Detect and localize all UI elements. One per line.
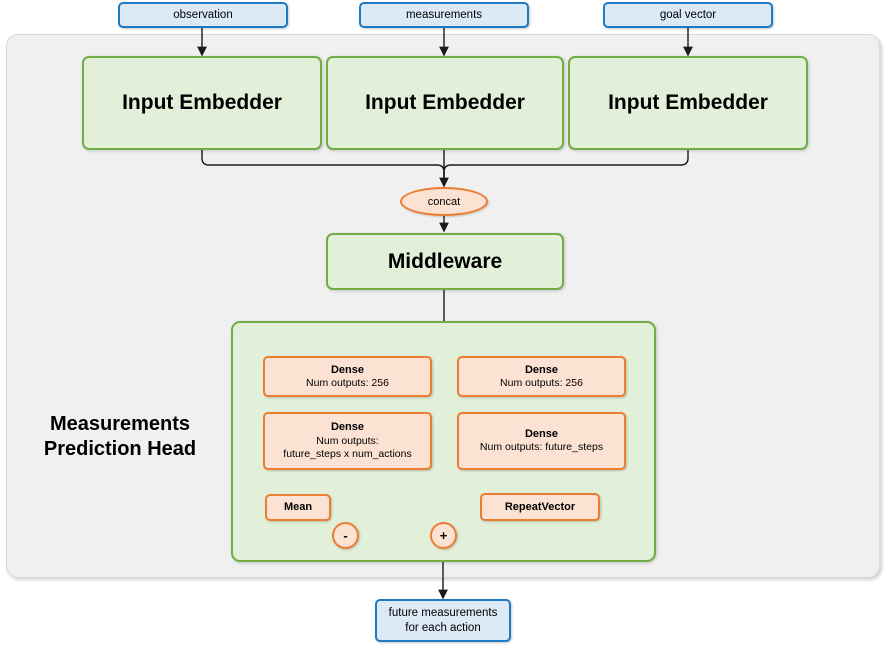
dense-detail-line1: Num outputs:: [316, 434, 379, 447]
output-label-line1: future measurements: [388, 607, 498, 620]
add-symbol: +: [439, 528, 448, 543]
input-box-goal-vector[interactable]: goal vector: [603, 2, 773, 28]
input-embedder-measurements[interactable]: Input Embedder: [326, 56, 564, 150]
embedder-label: Input Embedder: [122, 91, 282, 114]
prediction-head-title-line2: Prediction Head: [43, 438, 197, 460]
subtract-symbol: -: [343, 528, 348, 543]
add-operator[interactable]: +: [430, 522, 457, 549]
dense-title: Dense: [524, 428, 559, 441]
dense-detail: Num outputs: future_steps: [479, 441, 604, 454]
middleware-block[interactable]: Middleware: [326, 233, 564, 290]
prediction-head-title: Measurements Prediction Head: [24, 412, 216, 462]
input-label: measurements: [405, 8, 483, 21]
mean-label: Mean: [283, 501, 313, 514]
dense-title: Dense: [524, 363, 559, 376]
input-embedder-goal-vector[interactable]: Input Embedder: [568, 56, 808, 150]
prediction-head-title-line1: Measurements: [49, 413, 191, 435]
output-box-future-measurements[interactable]: future measurements for each action: [375, 599, 511, 642]
dense-left-2[interactable]: Dense Num outputs: future_steps x num_ac…: [263, 412, 432, 470]
dense-detail-line2: future_steps x num_actions: [283, 448, 412, 461]
dense-title: Dense: [330, 363, 365, 376]
dense-left-1[interactable]: Dense Num outputs: 256: [263, 356, 432, 397]
repeat-vector-block[interactable]: RepeatVector: [480, 493, 600, 521]
dense-detail: Num outputs: 256: [500, 376, 583, 389]
dense-right-2[interactable]: Dense Num outputs: future_steps: [457, 412, 626, 470]
repeat-vector-label: RepeatVector: [504, 500, 576, 513]
embedder-label: Input Embedder: [608, 91, 768, 114]
output-label-line2: for each action: [405, 621, 481, 634]
concat-label: concat: [427, 195, 461, 208]
input-embedder-observation[interactable]: Input Embedder: [82, 56, 322, 150]
input-label: observation: [173, 8, 233, 21]
embedder-label: Input Embedder: [365, 91, 525, 114]
dense-detail: Num outputs: 256: [306, 376, 389, 389]
input-box-measurements[interactable]: measurements: [359, 2, 529, 28]
subtract-operator[interactable]: -: [332, 522, 359, 549]
concat-node[interactable]: concat: [400, 187, 488, 216]
dense-right-1[interactable]: Dense Num outputs: 256: [457, 356, 626, 397]
input-label: goal vector: [659, 8, 717, 21]
middleware-label: Middleware: [387, 249, 503, 273]
input-box-observation[interactable]: observation: [118, 2, 288, 28]
dense-title: Dense: [330, 421, 365, 434]
mean-block[interactable]: Mean: [265, 494, 331, 521]
